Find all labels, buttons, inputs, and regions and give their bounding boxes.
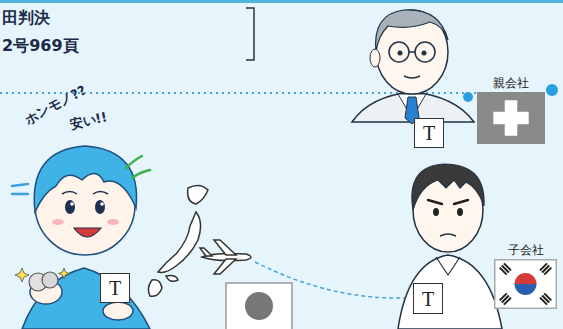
trademark-letter: T [423, 122, 435, 144]
bracket [246, 8, 254, 60]
flag [477, 92, 545, 144]
trademark-box: T [414, 118, 444, 148]
company-label: 親会社 [477, 76, 545, 90]
airplane [200, 240, 251, 274]
top-border [0, 0, 563, 3]
trademark-box: T [100, 273, 130, 303]
company-label: 子会社 [494, 243, 557, 257]
trigram [539, 263, 552, 276]
customer-woman [12, 146, 150, 329]
company-flag: 親会社 [477, 76, 545, 144]
trigram [499, 263, 512, 276]
trigram [499, 293, 512, 306]
trademark-letter: T [109, 277, 121, 299]
japan-map [148, 185, 208, 296]
taegeuk-blue [515, 284, 537, 295]
trigram [539, 293, 552, 306]
taegeuk-red [515, 273, 537, 284]
case-citation: 田判決 [2, 8, 50, 29]
subsidiary-man [398, 164, 502, 329]
flag [494, 259, 557, 309]
flag-field [477, 92, 545, 144]
flag-cross [493, 100, 528, 135]
trademark-letter: T [422, 288, 434, 310]
company-flag: 子会社 [494, 243, 557, 309]
flag-field [495, 260, 557, 309]
trademark-box: T [413, 283, 443, 314]
japan-flag [226, 283, 292, 329]
case-citation: 2号969頁 [2, 36, 79, 57]
